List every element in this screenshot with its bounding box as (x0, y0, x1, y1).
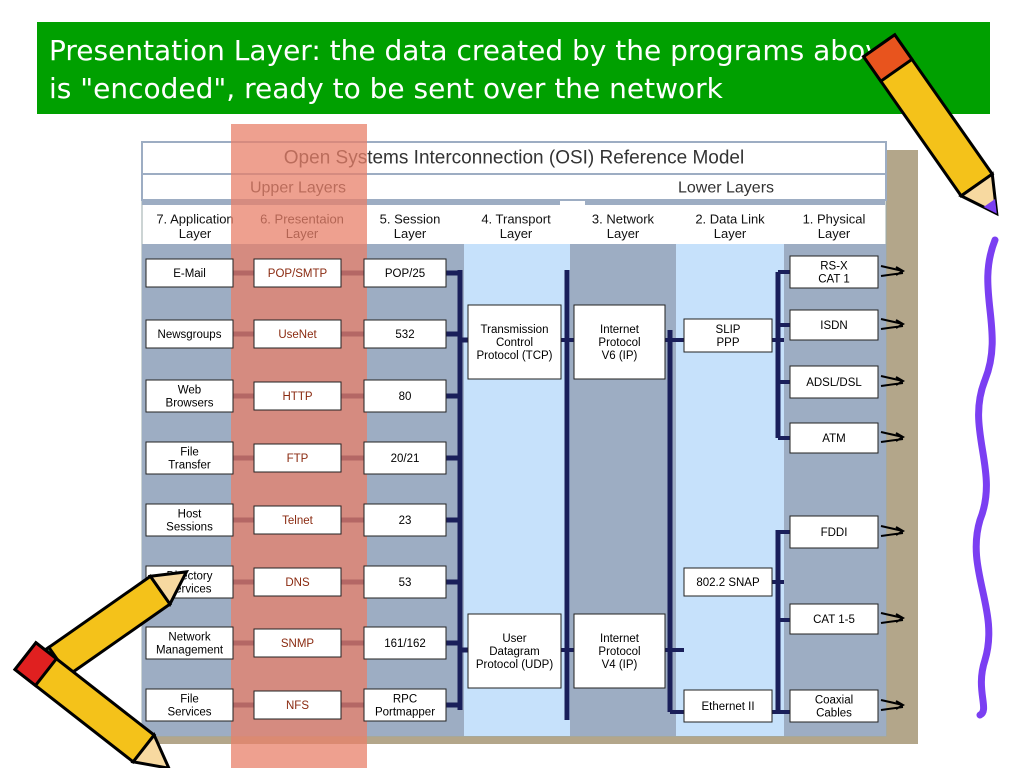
plug-icon (880, 265, 906, 277)
physical-box-3-label: ATM (822, 433, 845, 445)
presentation-box-4 (253, 505, 342, 535)
application-box-1-label: Newsgroups (158, 329, 222, 341)
session-box-2-label: 80 (399, 391, 412, 403)
lower-layers-label: Lower Layers (678, 180, 774, 197)
presentation-box-1-label: UseNet (278, 329, 317, 341)
session-box-1-label: 532 (395, 329, 414, 341)
physical-box-1 (789, 309, 879, 341)
physical-box-6 (789, 689, 879, 723)
slide-heading-line-2: is "encoded", ready to be sent over the … (49, 72, 723, 105)
application-box-0 (145, 258, 234, 288)
application-box-7 (145, 688, 234, 722)
presentation-box-3-label: FTP (287, 453, 309, 465)
presentation-box-6-label: SNMP (281, 638, 315, 650)
presentation-box-4-label: Telnet (282, 515, 313, 527)
application-box-4 (145, 503, 234, 537)
presentation-box-7 (253, 690, 342, 720)
datalink-box-snap (683, 567, 773, 597)
plug-icon (880, 612, 906, 624)
datalink-box-snap-label: 802.2 SNAP (696, 577, 760, 589)
presentation-box-0-label: POP/SMTP (268, 268, 328, 280)
session-box-4-label: 23 (399, 515, 412, 527)
physical-box-3 (789, 422, 879, 454)
physical-box-0 (789, 255, 879, 289)
physical-box-4 (789, 515, 879, 549)
slide-heading-line-1: Presentation Layer: the data created by … (49, 34, 899, 67)
presentation-box-6 (253, 628, 342, 658)
application-box-3 (145, 441, 234, 475)
physical-box-2 (789, 365, 879, 399)
presentation-box-2-label: HTTP (282, 391, 312, 403)
presentation-box-7-label: NFS (286, 700, 309, 712)
physical-box-1-label: ISDN (820, 320, 847, 332)
datalink-box-ethernet-label: Ethernet II (701, 701, 754, 713)
session-box-3-label: 20/21 (391, 453, 420, 465)
lower-layers-bar (585, 200, 885, 205)
session-box-0 (363, 258, 447, 288)
physical-box-4-label: FDDI (821, 527, 848, 539)
network-box-ipv4 (573, 613, 666, 689)
session-box-7 (363, 688, 447, 722)
physical-box-5 (789, 603, 879, 635)
transport-box-tcp (467, 304, 562, 380)
pencil-icon-top-right (861, 32, 999, 217)
session-box-5 (363, 565, 447, 599)
physical-box-5-label: CAT 1-5 (813, 614, 855, 626)
pencil-icon-bottom-left-b (12, 640, 172, 768)
presentation-box-1 (253, 319, 342, 349)
datalink-box-slip (683, 318, 773, 353)
application-box-1 (145, 319, 234, 349)
session-box-2 (363, 379, 447, 413)
physical-box-2-label: ADSL/DSL (806, 377, 862, 389)
datalink-box-ethernet (683, 689, 773, 723)
session-box-3 (363, 441, 447, 475)
session-box-6-label: 161/162 (384, 638, 426, 650)
session-box-0-label: POP/25 (385, 268, 425, 280)
transport-box-udp (467, 613, 562, 689)
presentation-box-5 (253, 567, 342, 597)
plug-icon (880, 318, 906, 330)
presentation-box-0 (253, 258, 342, 288)
presentation-box-5-label: DNS (285, 577, 310, 589)
application-box-6 (145, 626, 234, 660)
session-box-4 (363, 503, 447, 537)
ribbon-decoration (972, 236, 999, 719)
application-box-2 (145, 379, 234, 413)
plug-icon (880, 525, 906, 537)
presentation-box-2 (253, 381, 342, 411)
session-box-6 (363, 626, 447, 660)
session-box-1 (363, 319, 447, 349)
application-box-0-label: E-Mail (173, 268, 206, 280)
network-box-ipv6 (573, 304, 666, 380)
slide-heading: Presentation Layer: the data created by … (37, 22, 990, 114)
diagram-title: Open Systems Interconnection (OSI) Refer… (284, 148, 744, 169)
plug-icon (880, 431, 906, 443)
plug-icon (880, 375, 906, 387)
presentation-box-3 (253, 443, 342, 473)
session-box-5-label: 53 (399, 577, 412, 589)
plug-icon (880, 699, 906, 711)
